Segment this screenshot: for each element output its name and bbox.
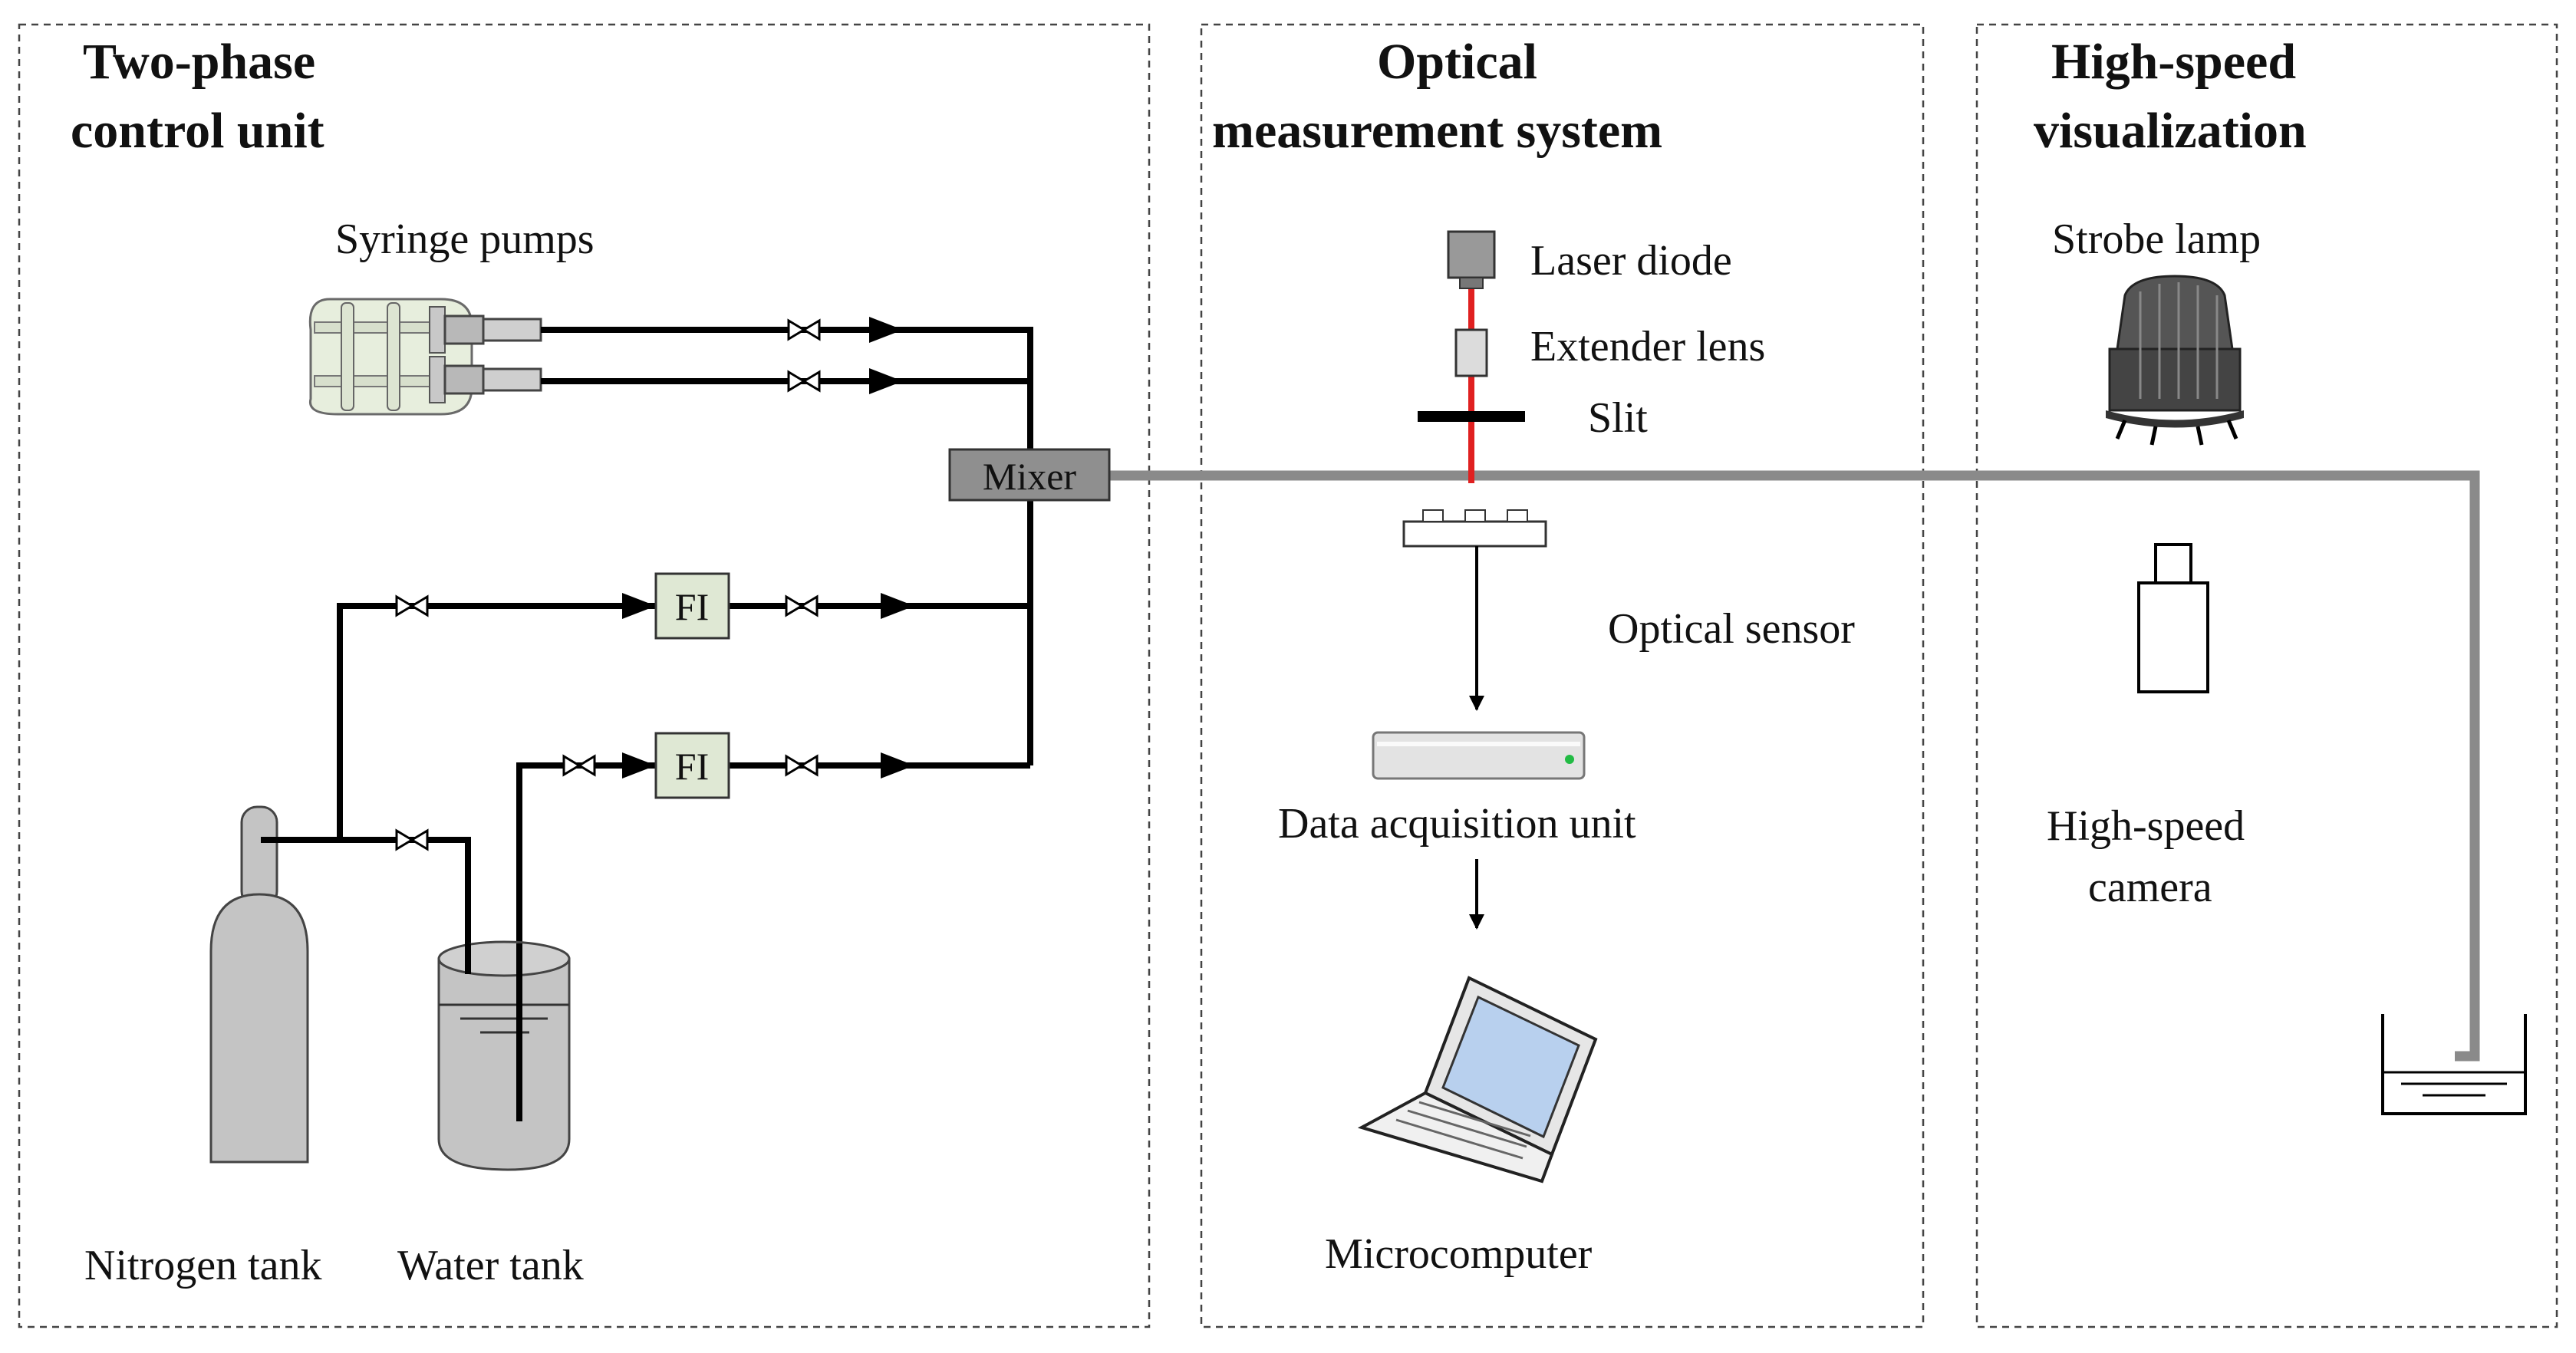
laser-diode-icon — [1447, 230, 1496, 289]
panel-two-phase-control — [18, 23, 1151, 1328]
strobe-lamp-icon — [2106, 275, 2244, 446]
label-laser-diode: Laser diode — [1530, 237, 1732, 285]
data-acquisition-unit-icon — [1372, 731, 1586, 780]
water-tank-icon — [437, 940, 571, 1171]
high-speed-camera-icon — [2137, 543, 2209, 693]
valve-water-fi-out — [785, 755, 819, 776]
fi-water-label: FI — [675, 745, 709, 788]
flow-arrow-syringe-1 — [869, 317, 903, 343]
flow-arrow-nitrogen-in — [622, 593, 656, 619]
fi-nitrogen-label: FI — [675, 585, 709, 628]
flow-arrow-nitrogen-out — [881, 593, 914, 619]
nitrogen-supply-line — [337, 603, 656, 840]
label-water-tank: Water tank — [397, 1242, 584, 1289]
mixer: Mixer — [948, 448, 1111, 502]
flow-arrow-syringe-2 — [869, 368, 903, 394]
label-syringe-pumps: Syringe pumps — [335, 216, 595, 263]
slit-icon — [1418, 411, 1525, 422]
label-data-acquisition-unit: Data acquisition unit — [1278, 800, 1636, 848]
label-microcomputer: Microcomputer — [1325, 1230, 1593, 1278]
heading-visual-line2: visualization — [2034, 103, 2307, 159]
heading-control-line2: control unit — [71, 103, 324, 159]
syringe-line-1 — [541, 327, 1033, 453]
valve-nitrogen-fi-out — [785, 595, 819, 617]
heading-optical-line2: measurement system — [1212, 103, 1662, 159]
label-optical-sensor: Optical sensor — [1608, 605, 1855, 653]
valve-syringe-1 — [787, 319, 821, 341]
label-extender-lens: Extender lens — [1530, 323, 1765, 370]
flow-indicator-nitrogen: FI — [654, 572, 730, 640]
label-camera-line2: camera — [2088, 864, 2212, 911]
flow-arrow-water-out — [881, 752, 914, 779]
valve-nitrogen-to-water — [395, 829, 429, 851]
heading-optical-line1: Optical — [1377, 34, 1537, 90]
laptop-icon — [1357, 976, 1598, 1183]
test-tube-line — [1108, 470, 2480, 1062]
panel-optical-measurement — [1200, 23, 1925, 1328]
extender-lens-icon — [1454, 328, 1488, 377]
panel-high-speed-visualization — [1975, 23, 2558, 1328]
label-strobe-lamp: Strobe lamp — [2052, 216, 2261, 263]
syringe-pumps-icon — [308, 298, 542, 416]
flow-arrow-water-in — [622, 752, 656, 779]
heading-visual-line1: High-speed — [2051, 34, 2296, 90]
optical-sensor-icon — [1402, 509, 1547, 548]
valve-nitrogen-main — [395, 595, 429, 617]
valve-water-in — [562, 755, 596, 776]
label-camera-line1: High-speed — [2047, 802, 2245, 850]
label-slit: Slit — [1588, 394, 1648, 442]
label-nitrogen-tank: Nitrogen tank — [84, 1242, 321, 1289]
nitrogen-tank-icon — [209, 805, 309, 1164]
valve-syringe-2 — [787, 370, 821, 392]
mixer-label: Mixer — [983, 455, 1077, 498]
outlet-container — [2381, 1014, 2527, 1115]
heading-control-line1: Two-phase — [83, 34, 315, 90]
flow-indicator-water: FI — [654, 732, 730, 799]
